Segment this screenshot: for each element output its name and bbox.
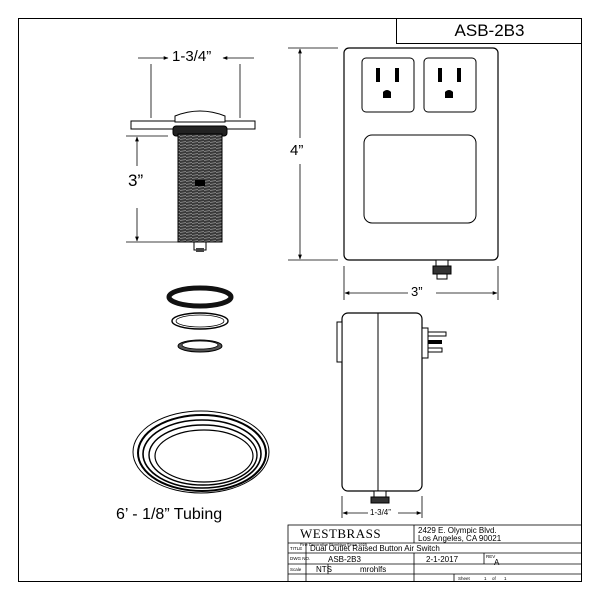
rev-label: REV xyxy=(486,554,496,559)
sheet-total: 1 xyxy=(504,576,507,581)
sheet-of-label: of xyxy=(492,576,496,581)
part-number-box: ASB-2B3 xyxy=(396,18,582,44)
drawing-frame: ASB-2B3 1-3/4” 3” 4” 3” 1-3/4” 6’ - 1/8”… xyxy=(18,18,582,582)
tubing-coil xyxy=(132,410,270,494)
address-line-2: Los Angeles, CA 90021 xyxy=(418,534,502,543)
title-block-lines xyxy=(287,524,582,582)
side-depth-dimension: 1-3/4” xyxy=(370,508,391,517)
technical-drawing xyxy=(18,18,582,582)
sheet-label: Sheet xyxy=(458,576,470,581)
dwg-value: ASB-2B3 xyxy=(328,555,361,564)
rev-value: A xyxy=(494,558,500,567)
tubing-label: 6’ - 1/8” Tubing xyxy=(116,506,223,523)
button-assembly xyxy=(130,110,256,252)
dwg-label: DWG NO. xyxy=(290,556,311,561)
title-value: Dual Outlet Raised Button Air Switch xyxy=(310,544,440,553)
part-number: ASB-2B3 xyxy=(454,20,525,40)
title-label: TITLE xyxy=(290,546,303,551)
date-value: 2-1-2017 xyxy=(426,555,459,564)
outlet-box-front xyxy=(343,47,499,280)
washer-set xyxy=(166,285,234,353)
brand-tagline: Fine Decorative Plumbing Since 1935 xyxy=(300,542,367,547)
body-height-dimension: 3” xyxy=(128,171,144,190)
scale-value: NTS xyxy=(316,565,332,574)
box-height-dimension: 4” xyxy=(290,142,304,159)
scale-label: Scale xyxy=(290,567,302,572)
brand-name: WESTBRASS xyxy=(300,526,382,541)
box-width-dimension: 3” xyxy=(411,284,423,299)
outlet-box-side xyxy=(336,312,447,504)
brand-logo: WESTBRASS Fine Decorative Plumbing Since… xyxy=(300,526,381,547)
sheet-number: 1 xyxy=(484,576,487,581)
drawn-by: mrohlfs xyxy=(360,565,387,574)
address-line-1: 2429 E. Olympic Blvd. xyxy=(418,526,497,535)
nut-width-dimension: 1-3/4” xyxy=(172,48,212,65)
